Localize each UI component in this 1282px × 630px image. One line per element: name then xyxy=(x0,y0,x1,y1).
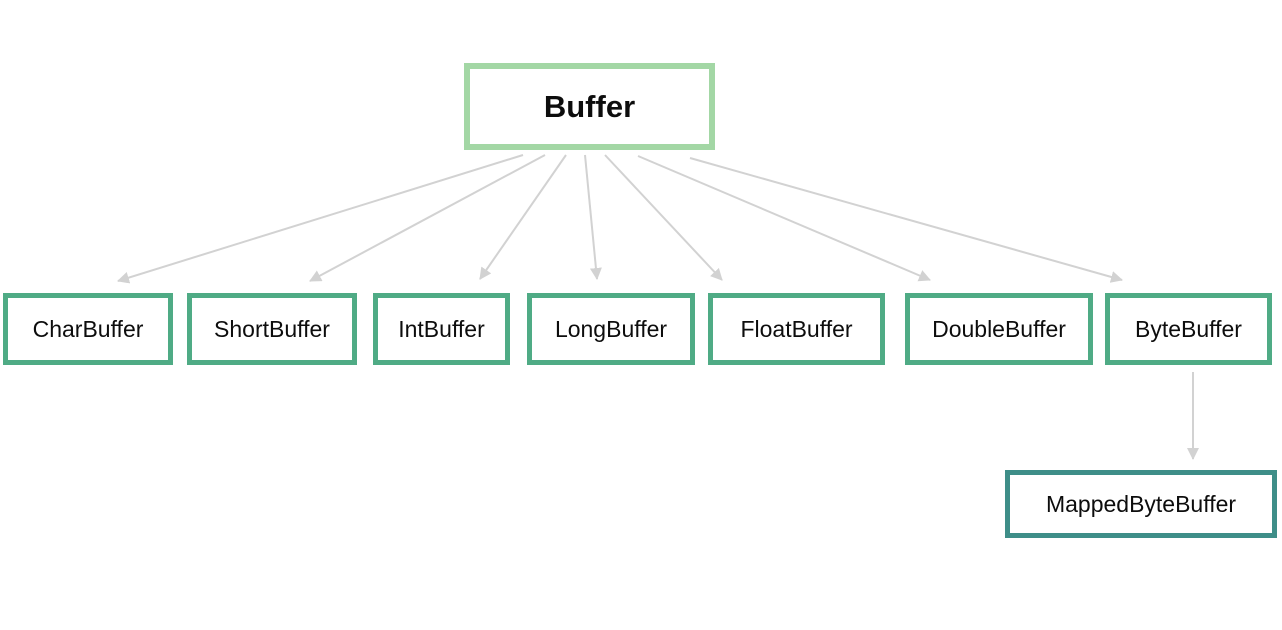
edge-buffer-shortbuffer xyxy=(309,154,546,282)
node-floatbuffer: FloatBuffer xyxy=(708,293,885,365)
node-intbuffer: IntBuffer xyxy=(373,293,510,365)
edge-buffer-charbuffer xyxy=(117,154,524,284)
edge-buffer-floatbuffer xyxy=(604,154,723,281)
node-mappedbytebuffer: MappedByteBuffer xyxy=(1005,470,1277,538)
edge-buffer-intbuffer xyxy=(479,154,567,280)
node-doublebuffer: DoubleBuffer xyxy=(905,293,1093,365)
edge-buffer-bytebuffer xyxy=(689,157,1123,283)
node-shortbuffer: ShortBuffer xyxy=(187,293,357,365)
edge-buffer-doublebuffer xyxy=(637,155,931,282)
node-bytebuffer: ByteBuffer xyxy=(1105,293,1272,365)
node-charbuffer: CharBuffer xyxy=(3,293,173,365)
node-buffer: Buffer xyxy=(464,63,715,150)
edge-buffer-longbuffer xyxy=(584,154,602,280)
node-longbuffer: LongBuffer xyxy=(527,293,695,365)
